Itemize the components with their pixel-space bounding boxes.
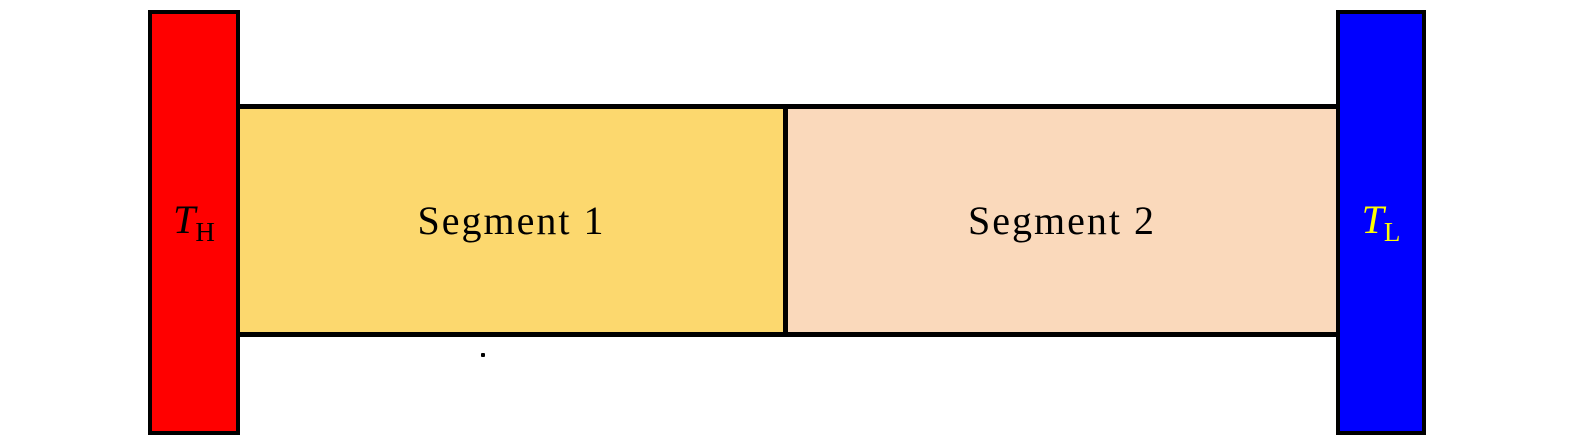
- segment-2-label: Segment 2: [968, 198, 1156, 243]
- hot-reservoir-label: TH: [173, 196, 215, 247]
- cold-temp-subscript: L: [1383, 216, 1401, 247]
- hot-reservoir: TH: [148, 10, 240, 435]
- segment-2: Segment 2: [788, 109, 1336, 332]
- stray-dot-mark: [481, 353, 485, 357]
- cold-reservoir-label: TL: [1361, 196, 1401, 247]
- cold-temp-symbol: T: [1361, 196, 1384, 242]
- segment-1: Segment 1: [240, 109, 788, 332]
- hot-temp-symbol: T: [173, 196, 196, 242]
- conduction-bar: Segment 1 Segment 2: [240, 104, 1336, 337]
- segment-1-label: Segment 1: [417, 198, 606, 243]
- cold-reservoir: TL: [1336, 10, 1426, 435]
- hot-temp-subscript: H: [195, 216, 215, 247]
